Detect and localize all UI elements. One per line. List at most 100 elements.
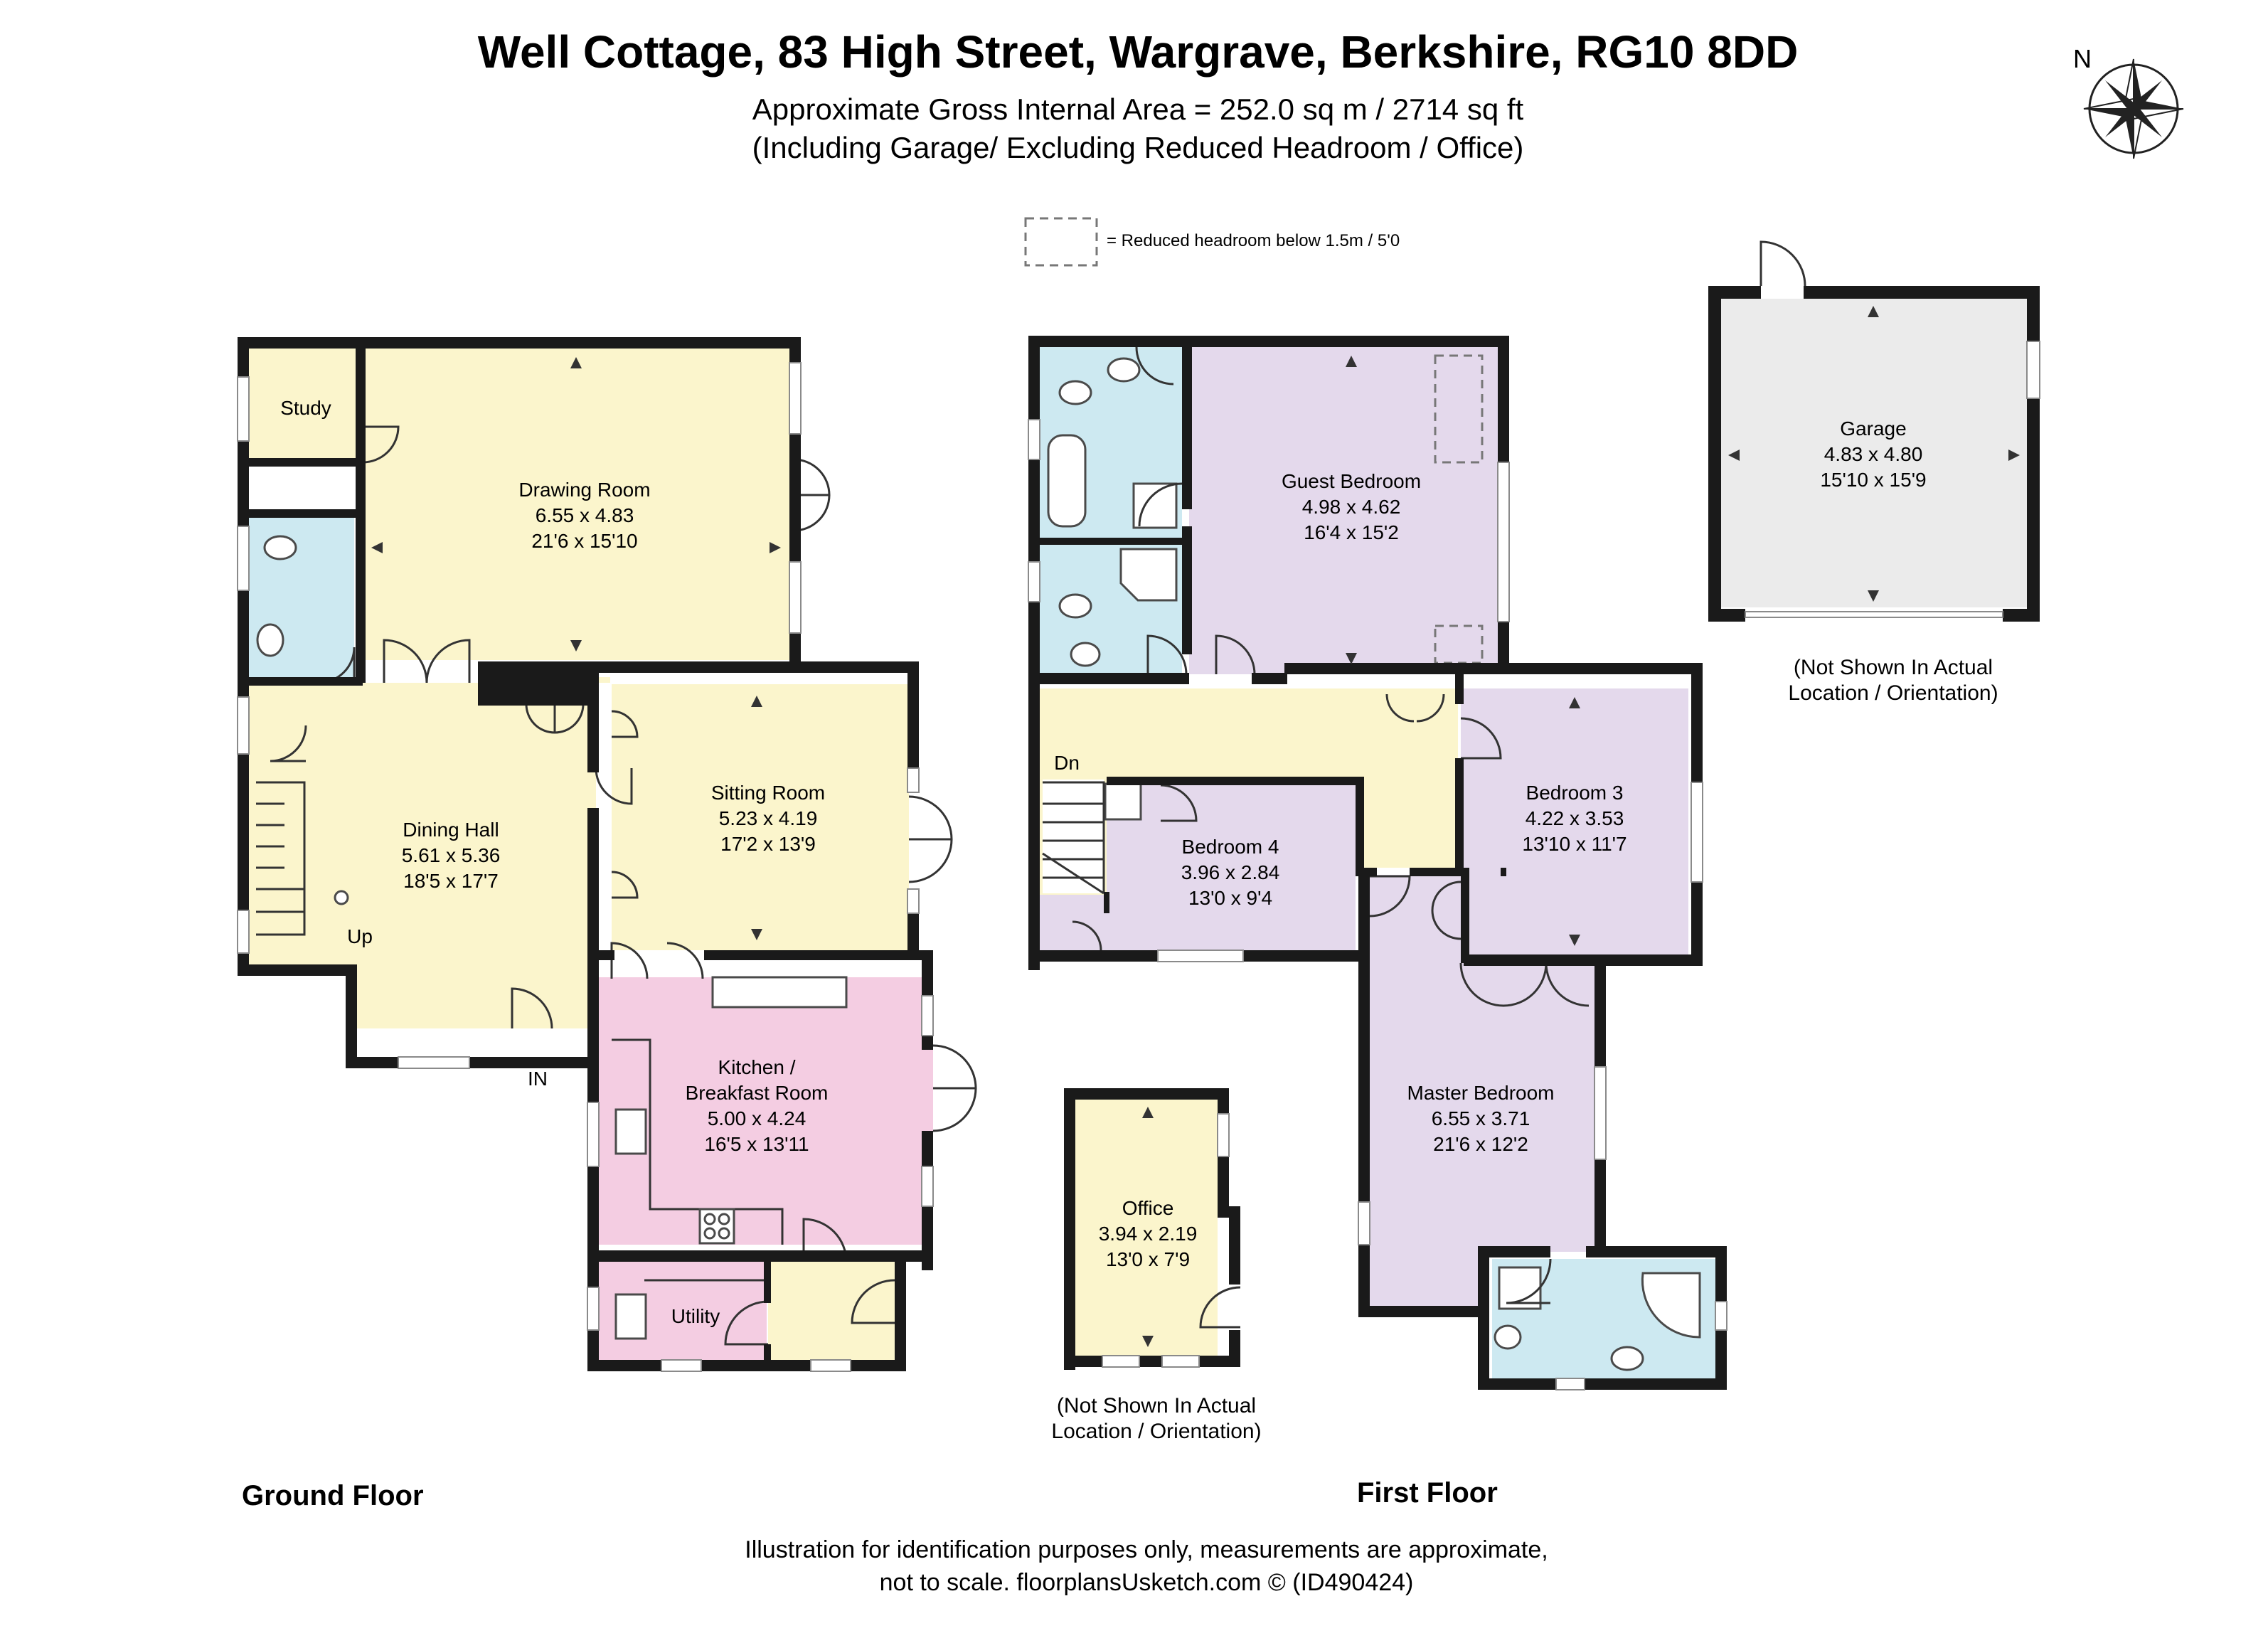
reduced-headroom-legend-swatch	[1024, 217, 1098, 267]
ground-stairs	[256, 781, 349, 936]
bedroom-4-imperial: 13'0 x 9'4	[1188, 887, 1272, 909]
hob-icon	[698, 1208, 735, 1245]
first-floor-label: First Floor	[1357, 1477, 1498, 1509]
garage-up-and-over-door	[1745, 611, 2003, 618]
measurement-arrows	[371, 306, 2020, 1347]
first-floor-plan	[1028, 336, 1727, 1390]
compass-north-label: N	[2073, 44, 2092, 73]
ground-floor-label: Ground Floor	[242, 1480, 424, 1511]
utility-door	[724, 1300, 769, 1346]
kitchen-sink-icon	[614, 1108, 647, 1155]
shower-room-shower-icon	[1119, 548, 1178, 602]
office-imperial: 13'0 x 7'9	[1106, 1248, 1190, 1270]
footer-line1: Illustration for identification purposes…	[745, 1536, 1548, 1563]
sitting-room-metric: 5.23 x 4.19	[719, 807, 818, 829]
ensuite-shower-door	[1138, 482, 1183, 527]
dining-hall-imperial: 18'5 x 17'7	[403, 870, 499, 892]
kitchen-worktop	[612, 1038, 784, 1245]
corner-bath-icon	[1641, 1272, 1701, 1339]
sitting-room-door	[595, 767, 633, 805]
area-line: Approximate Gross Internal Area = 252.0 …	[752, 92, 1524, 126]
page-title: Well Cottage, 83 High Street, Wargrave, …	[478, 26, 1799, 78]
office-metric: 3.94 x 2.19	[1099, 1223, 1198, 1245]
ground-floor-plan	[237, 337, 977, 1372]
utility-label: Utility	[671, 1305, 720, 1327]
sitting-room-imperial: 17'2 x 13'9	[720, 833, 816, 855]
master-wardrobe-doors	[1459, 962, 1590, 1007]
bedroom-4-door	[1160, 784, 1198, 822]
dining-hall-floor	[247, 677, 610, 1028]
drawing-room-label: Drawing Room	[518, 479, 650, 501]
dining-hall-metric: 5.61 x 5.36	[402, 844, 501, 866]
ensuite-door	[1135, 346, 1174, 385]
drawing-room-imperial: 21'6 x 15'10	[531, 530, 637, 552]
first-stairwell	[1043, 780, 1104, 893]
master-ensuite-door	[1506, 1258, 1552, 1304]
ground-cloakroom-floor	[247, 515, 354, 683]
utility-sink-icon	[614, 1293, 647, 1340]
ensuite-wc-icon	[1058, 380, 1092, 405]
guest-bedroom-imperial: 16'4 x 15'2	[1304, 521, 1399, 543]
bedroom-3-imperial: 13'10 x 11'7	[1522, 833, 1627, 855]
front-door	[511, 987, 553, 1029]
rear-lobby-floor	[768, 1262, 895, 1360]
drawing-room-double-door	[383, 639, 471, 684]
kitchen-island	[711, 976, 848, 1009]
garage-note-line1: (Not Shown In Actual	[1794, 656, 1993, 679]
garage-floor	[1721, 299, 2027, 607]
master-bedroom-label: Master Bedroom	[1407, 1082, 1555, 1104]
master-wardrobe-door-1	[1431, 881, 1462, 940]
bedroom-4-label: Bedroom 4	[1182, 836, 1279, 858]
kitchen-label-line1: Kitchen /	[718, 1056, 796, 1078]
master-ensuite-wc-icon	[1494, 1324, 1522, 1350]
back-door	[851, 1279, 895, 1324]
garage-side-door	[1759, 240, 1806, 287]
shower-room-wc-icon	[1058, 593, 1092, 619]
bedroom-3-metric: 4.22 x 3.53	[1526, 807, 1624, 829]
master-bedroom-door	[1369, 875, 1411, 918]
drawing-room-floor	[363, 349, 794, 660]
kitchen-metric: 5.00 x 4.24	[708, 1107, 806, 1129]
garage-note-line2: Location / Orientation)	[1788, 681, 1998, 705]
bedroom-4-cupboard-door	[1072, 920, 1102, 951]
reduced-headroom-legend-text: = Reduced headroom below 1.5m / 5'0	[1107, 231, 1400, 250]
office-door	[1199, 1286, 1241, 1329]
drawing-room-metric: 6.55 x 4.83	[536, 504, 634, 526]
guest-bedroom-label: Guest Bedroom	[1282, 470, 1421, 492]
study-door	[362, 425, 400, 464]
garage-plan	[1708, 240, 2040, 622]
kitchen-door	[610, 942, 704, 979]
guest-bedroom-floor	[1189, 347, 1498, 674]
office-floor	[1075, 1100, 1218, 1356]
garage-imperial: 15'10 x 15'9	[1820, 469, 1926, 491]
guest-bedroom-metric: 4.98 x 4.62	[1302, 496, 1401, 518]
kitchen-imperial: 16'5 x 13'11	[704, 1133, 809, 1155]
sitting-room-cupboards	[611, 710, 639, 899]
sitting-room-floor	[612, 684, 909, 950]
master-ensuite-basin-icon	[1610, 1346, 1644, 1371]
kitchen-floor	[596, 977, 933, 1245]
compass-icon	[2083, 58, 2184, 159]
stairs-down-label: Dn	[1054, 752, 1080, 774]
landing-cupboard-doors	[1385, 693, 1445, 723]
garage-metric: 4.83 x 4.80	[1824, 443, 1923, 465]
master-bedroom-imperial: 21'6 x 12'2	[1433, 1133, 1528, 1155]
footer-line2: not to scale. floorplansUsketch.com © (I…	[880, 1569, 1414, 1596]
hall-door	[270, 725, 307, 762]
bedroom-4-floor	[1040, 785, 1356, 950]
shower-room-door	[1146, 634, 1188, 675]
kitchen-french-doors	[932, 1044, 977, 1132]
landing-cupboard	[1104, 782, 1142, 821]
study-floor	[247, 349, 363, 464]
office-note-line2: Location / Orientation)	[1051, 1420, 1261, 1443]
shower-room-basin-icon	[1070, 642, 1101, 667]
garage-label: Garage	[1840, 418, 1906, 440]
bedroom-4-metric: 3.96 x 2.84	[1181, 861, 1280, 883]
office-label: Office	[1122, 1197, 1174, 1219]
bedroom-3-door	[1460, 717, 1502, 760]
guest-bedroom-door	[1215, 634, 1256, 675]
area-note: (Including Garage/ Excluding Reduced Hea…	[752, 131, 1524, 164]
stairs-up-label: Up	[347, 925, 373, 947]
bedroom-3-label: Bedroom 3	[1526, 782, 1624, 804]
